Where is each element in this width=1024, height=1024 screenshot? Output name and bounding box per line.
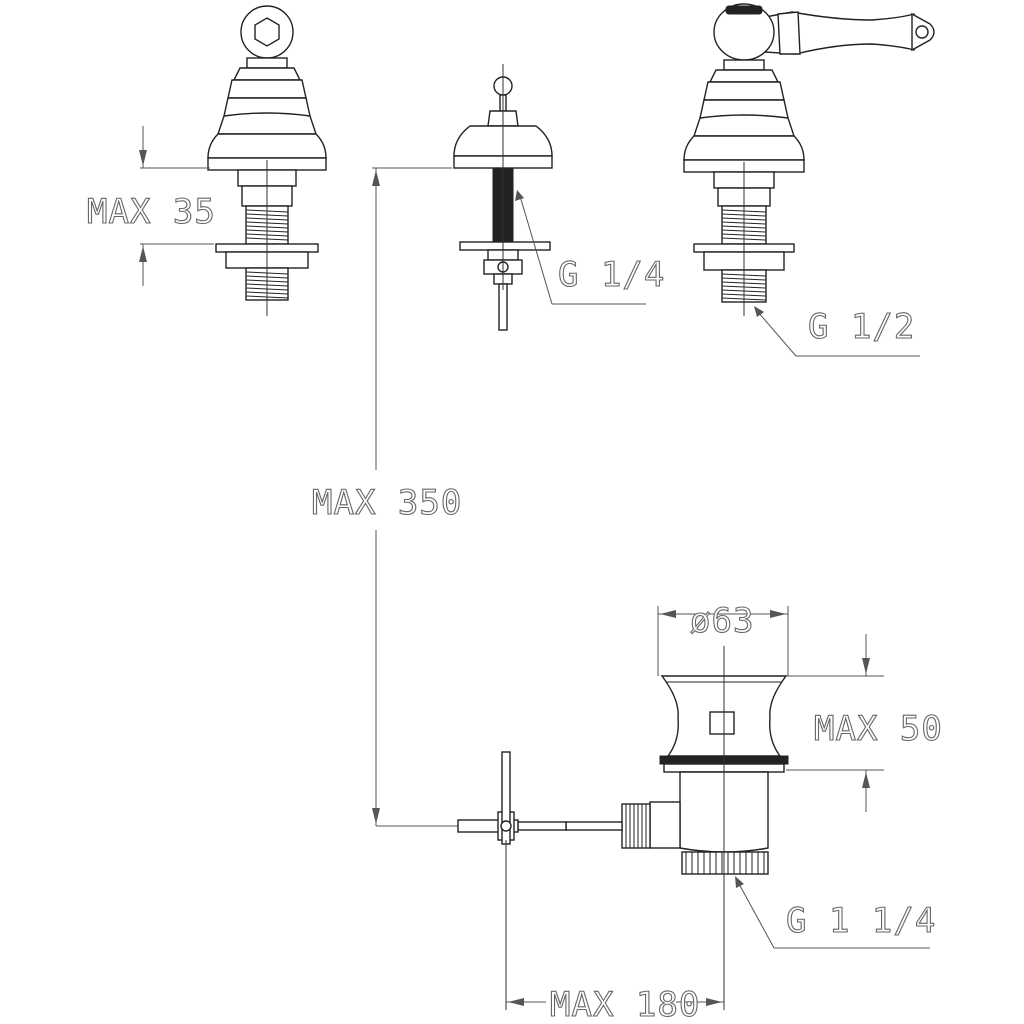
left-neck	[246, 57, 288, 69]
drain-assembly	[457, 646, 789, 1010]
drain-side-port	[649, 801, 681, 849]
right-valve	[683, 3, 935, 316]
right-body-step1	[708, 69, 780, 83]
rod-washer	[459, 241, 551, 251]
right-body-flange	[683, 135, 805, 161]
dimension-diameter-63: ø63	[657, 600, 789, 676]
hex-cap-icon	[254, 17, 280, 47]
max-180-label: MAX 180	[550, 985, 700, 1024]
diameter-63-label: ø63	[690, 601, 754, 641]
drain-thread-lines	[685, 852, 765, 874]
max-350-label: MAX 350	[312, 483, 462, 523]
right-neck	[723, 59, 765, 71]
max-35-label: MAX 35	[87, 192, 216, 232]
right-handle-cap	[725, 5, 763, 15]
dimension-max-180: MAX 180	[506, 984, 724, 1024]
leader-g-1-4: G 1/4	[515, 190, 665, 305]
linkage-rod	[517, 821, 567, 831]
rod-shaft	[498, 283, 508, 331]
linkage-rod-end	[565, 821, 623, 831]
drain-port-nut	[621, 803, 651, 849]
leader-g-1-2: G 1/2	[754, 306, 920, 357]
left-valve	[207, 5, 327, 316]
g-1-1-4-label: G 1 1/4	[786, 901, 936, 941]
left-body-step2	[227, 79, 307, 99]
lever-ferrule	[777, 11, 801, 55]
linkage-pivot	[500, 820, 512, 832]
dimension-max-35: MAX 35	[86, 126, 216, 286]
max-50-label: MAX 50	[814, 709, 943, 749]
popup-rod	[453, 64, 553, 331]
g-1-4-label: G 1/4	[558, 255, 665, 295]
left-body-flange	[207, 133, 327, 159]
right-body-step2	[703, 81, 785, 101]
leader-g-1-1-4: G 1 1/4	[735, 876, 936, 949]
left-body-step1	[232, 67, 302, 81]
right-body-step4	[693, 114, 795, 137]
drain-port-nut-knurl	[625, 804, 647, 848]
drain-overflow-slot	[709, 711, 735, 735]
g-1-2-label: G 1/2	[808, 307, 915, 347]
left-body-step4	[217, 112, 317, 135]
lever-tip-cap	[915, 25, 929, 39]
drain-thread	[681, 851, 769, 875]
dimension-max-350: MAX 350	[311, 167, 462, 827]
dimension-max-50: MAX 50	[786, 634, 943, 812]
